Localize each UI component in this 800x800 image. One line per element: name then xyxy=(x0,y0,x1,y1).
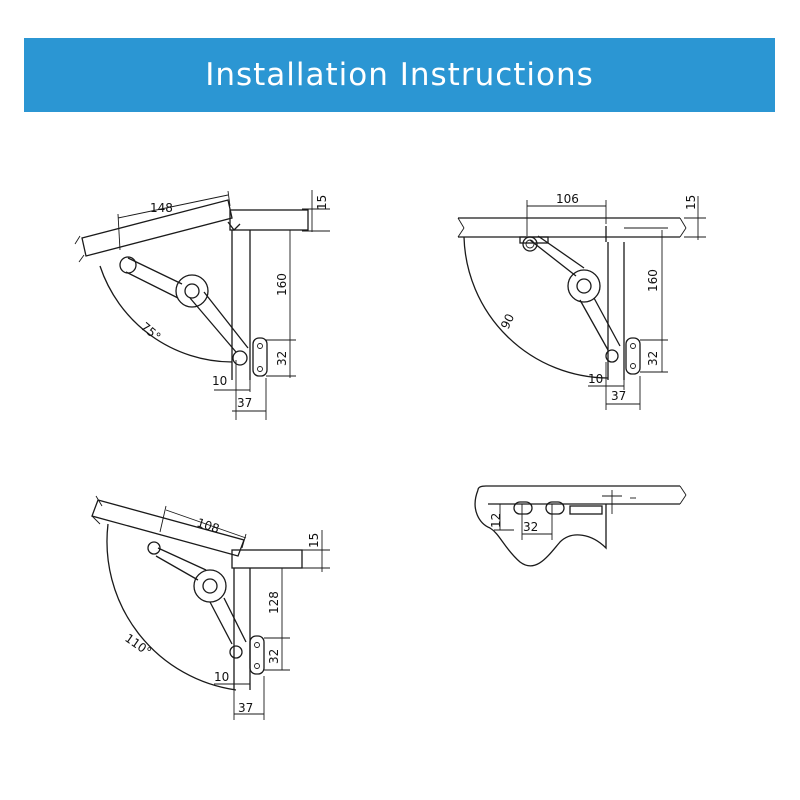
d90-angle-label: 90 xyxy=(498,312,517,332)
d75-width-label: 148 xyxy=(150,201,173,215)
d110-depth-label: 37 xyxy=(238,701,253,715)
diagram-75-degree: 148 15 160 32 10 37 75° xyxy=(74,190,330,420)
d110-hole-spacing-label: 32 xyxy=(267,649,281,664)
d110-height-label: 128 xyxy=(267,591,281,614)
d90-offset-label: 10 xyxy=(588,372,603,386)
d90-thickness-label: 15 xyxy=(684,195,698,210)
d90-hole-spacing-label: 32 xyxy=(646,351,660,366)
title-banner: Installation Instructions xyxy=(24,38,775,112)
d75-angle-label: 75° xyxy=(138,320,163,344)
d75-height-label: 160 xyxy=(275,273,289,296)
d75-offset-label: 10 xyxy=(212,374,227,388)
d110-thickness-label: 15 xyxy=(307,533,321,548)
d75-thickness-label: 15 xyxy=(315,195,329,210)
d90-depth-label: 37 xyxy=(611,389,626,403)
diagram-90-degree: 106 15 160 32 10 37 90 xyxy=(457,192,706,410)
d75-hole-spacing-label: 32 xyxy=(275,351,289,366)
page-title: Installation Instructions xyxy=(205,57,594,93)
d90-width-label: 106 xyxy=(556,192,579,206)
top-plate-hole-spacing-label: 32 xyxy=(523,520,538,534)
top-plate-edge-label: 12 xyxy=(489,513,503,528)
d110-offset-label: 10 xyxy=(214,670,229,684)
d110-width-label: 108 xyxy=(195,516,221,536)
d75-depth-label: 37 xyxy=(237,396,252,410)
d90-height-label: 160 xyxy=(646,269,660,292)
diagram-110-degree: 108 15 128 32 10 37 110° xyxy=(91,495,330,720)
diagram-top-plate: 32 12 xyxy=(474,485,687,567)
d110-angle-label: 110° xyxy=(122,631,154,659)
